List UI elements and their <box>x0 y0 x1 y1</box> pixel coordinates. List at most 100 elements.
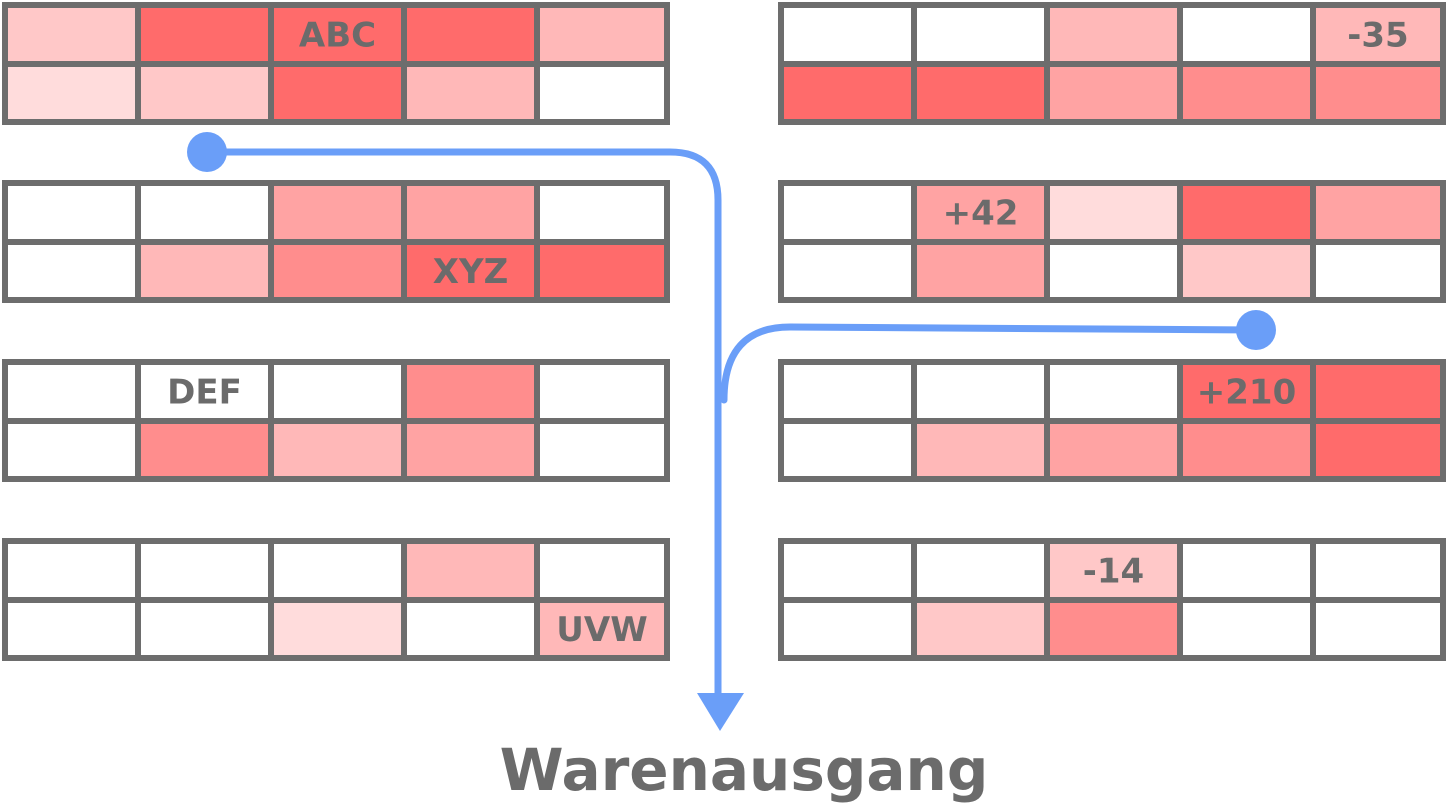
shelf-cell <box>911 597 1050 661</box>
shelf-cell <box>2 180 141 245</box>
shelf-cell <box>1310 180 1446 245</box>
cell-label: UVW <box>556 610 647 650</box>
shelf-cell <box>1044 359 1183 424</box>
shelf-cell <box>911 418 1050 482</box>
shelf-cell <box>135 418 274 482</box>
shelf-r2 <box>778 180 1446 303</box>
shelf-cell <box>778 239 917 303</box>
route-left-start-dot <box>187 132 227 172</box>
shelf-r3 <box>778 359 1446 482</box>
route-left-path <box>203 148 722 704</box>
shelves-layer: ABC XYZ DEF UVW -35 +42 +210 -14 <box>2 2 1446 661</box>
shelf-cell <box>1310 239 1446 303</box>
shelf-cell <box>135 239 274 303</box>
shelf-cell <box>1177 597 1316 661</box>
shelf-cell <box>534 2 670 67</box>
shelf-cell <box>1177 239 1316 303</box>
routes-layer <box>187 132 1276 731</box>
shelf-cell <box>401 61 540 125</box>
shelf-cell <box>1177 61 1316 125</box>
shelf-cell <box>268 180 407 245</box>
shelf-cell <box>1044 597 1183 661</box>
shelf-cell <box>1177 538 1316 603</box>
shelf-cell <box>778 2 917 67</box>
shelf-cell <box>135 538 274 603</box>
cell-label: ABC <box>299 16 376 56</box>
shelf-cell <box>401 597 540 661</box>
shelf-cell <box>534 418 670 482</box>
shelf-l1 <box>2 2 670 125</box>
shelf-cell <box>401 538 540 603</box>
shelf-cell <box>1310 538 1446 603</box>
cell-label: XYZ <box>433 252 509 292</box>
shelf-cell <box>1044 418 1183 482</box>
shelf-cell <box>778 359 917 424</box>
shelf-cell <box>268 61 407 125</box>
shelf-cell <box>268 597 407 661</box>
shelf-cell <box>135 180 274 245</box>
shelf-cell <box>2 2 141 67</box>
shelf-cell <box>1310 597 1446 661</box>
cell-label: +210 <box>1197 373 1296 413</box>
cell-label: DEF <box>167 373 242 413</box>
shelf-cell <box>778 418 917 482</box>
shelf-cell <box>1310 61 1446 125</box>
shelf-cell <box>911 2 1050 67</box>
shelf-cell <box>534 359 670 424</box>
shelf-cell <box>911 61 1050 125</box>
shelf-cell <box>778 538 917 603</box>
shelf-cell <box>911 359 1050 424</box>
shelf-cell <box>2 538 141 603</box>
shelf-cell <box>1044 2 1183 67</box>
cell-label: -35 <box>1347 16 1408 56</box>
shelf-cell <box>534 61 670 125</box>
shelf-cell <box>401 180 540 245</box>
shelf-cell <box>1044 180 1183 245</box>
shelf-cell <box>2 597 141 661</box>
shelf-cell <box>778 180 917 245</box>
shelf-cell <box>534 239 670 303</box>
shelf-cell <box>401 2 540 67</box>
shelf-cell <box>135 2 274 67</box>
shelf-cell <box>135 597 274 661</box>
exit-caption: Warenausgang <box>500 736 989 804</box>
shelf-cell <box>1044 239 1183 303</box>
shelf-cell <box>268 359 407 424</box>
shelf-r1 <box>778 2 1446 125</box>
shelf-cell <box>2 359 141 424</box>
shelf-cell <box>268 418 407 482</box>
shelf-cell <box>2 61 141 125</box>
shelf-cell <box>1310 418 1446 482</box>
shelf-l2 <box>2 180 670 303</box>
shelf-cell <box>1044 61 1183 125</box>
shelf-cell <box>401 418 540 482</box>
shelf-cell <box>401 239 540 303</box>
shelf-cell <box>268 239 407 303</box>
shelf-cell <box>1177 359 1316 424</box>
shelf-cell <box>534 597 670 661</box>
shelf-cell <box>268 538 407 603</box>
shelf-cell <box>911 538 1050 603</box>
shelf-r4 <box>778 538 1446 661</box>
shelf-cell <box>1177 2 1316 67</box>
exit-arrowhead <box>697 693 744 731</box>
shelf-cell <box>534 538 670 603</box>
shelf-cell <box>2 418 141 482</box>
shelf-cell <box>135 61 274 125</box>
shelf-cell <box>534 180 670 245</box>
cell-label: +42 <box>943 194 1019 234</box>
route-right-path <box>720 323 1259 404</box>
shelf-cell <box>1177 418 1316 482</box>
shelf-l3 <box>2 359 670 482</box>
shelf-l4 <box>2 538 670 661</box>
shelf-cell <box>2 239 141 303</box>
shelf-cell <box>1310 359 1446 424</box>
shelf-cell <box>911 239 1050 303</box>
shelf-cell <box>401 359 540 424</box>
shelf-cell <box>778 597 917 661</box>
cell-label: -14 <box>1083 552 1144 592</box>
route-right-start-dot <box>1236 310 1276 350</box>
shelf-cell <box>1177 180 1316 245</box>
shelf-cell <box>778 61 917 125</box>
